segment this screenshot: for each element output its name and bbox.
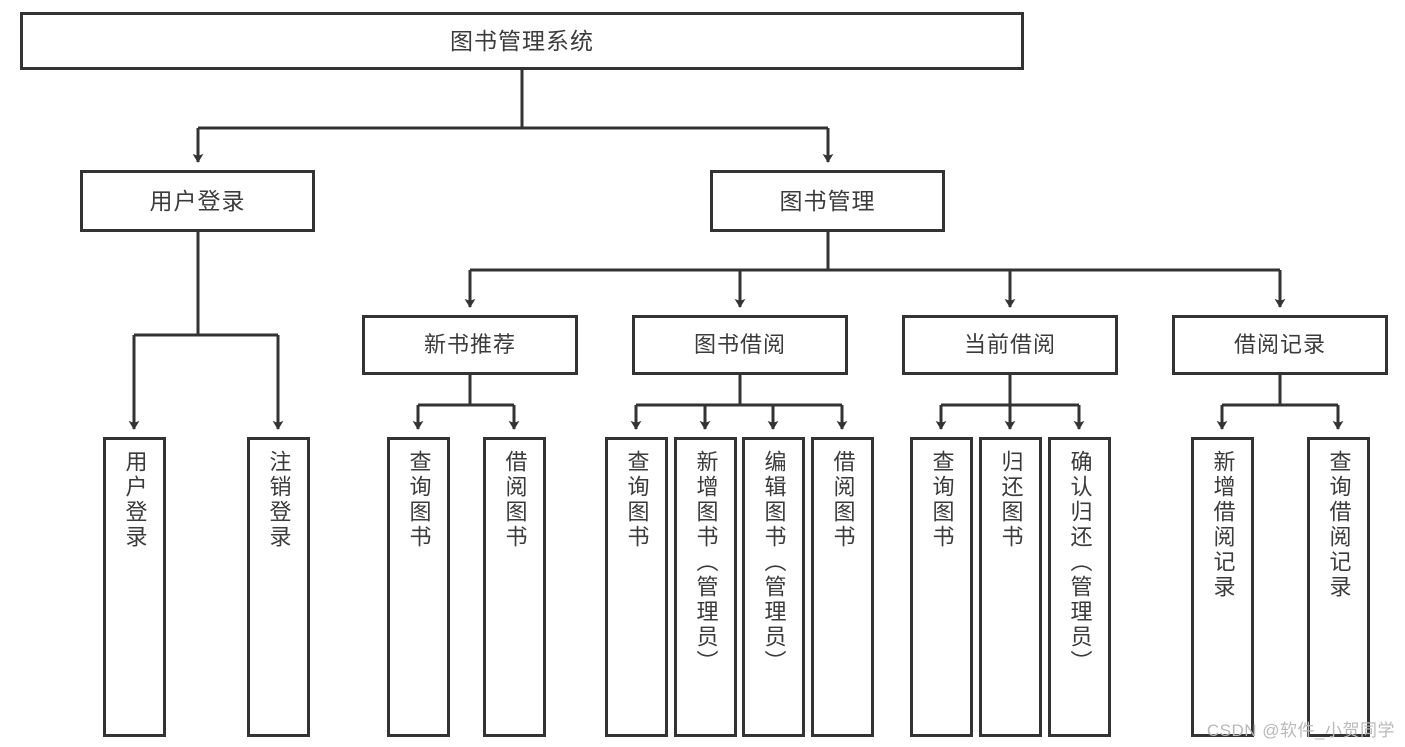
- csdn-watermark: CSDN @软件_小贺同学: [1206, 721, 1395, 740]
- node-root-label: 图书管理系统: [450, 27, 594, 54]
- node-leaf-return-book-label: 归还图书: [998, 450, 1024, 550]
- node-leaf-query-book-3[interactable]: 查询图书: [910, 437, 973, 737]
- node-leaf-confirm-return-label: 确认归还（管理员）: [1067, 450, 1093, 675]
- node-leaf-borrow-book-1-label: 借阅图书: [502, 450, 528, 550]
- node-leaf-add-borrow-record-label: 新增借阅记录: [1210, 450, 1236, 600]
- node-leaf-query-book-2[interactable]: 查询图书: [605, 437, 668, 737]
- node-leaf-query-book-2-label: 查询图书: [624, 450, 650, 550]
- node-borrow-record[interactable]: 借阅记录: [1172, 315, 1388, 375]
- node-leaf-user-login[interactable]: 用户登录: [103, 437, 166, 737]
- node-leaf-borrow-book-1[interactable]: 借阅图书: [483, 437, 546, 737]
- node-borrow-record-label: 借阅记录: [1233, 332, 1326, 358]
- node-book-borrow[interactable]: 图书借阅: [632, 315, 848, 375]
- node-leaf-edit-book-label: 编辑图书（管理员）: [761, 450, 787, 675]
- node-leaf-query-book-1[interactable]: 查询图书: [387, 437, 450, 737]
- node-book-borrow-label: 图书借阅: [693, 332, 786, 358]
- node-leaf-add-book[interactable]: 新增图书（管理员）: [674, 437, 737, 737]
- node-leaf-add-borrow-record[interactable]: 新增借阅记录: [1191, 437, 1254, 737]
- node-new-book-recommend-label: 新书推荐: [423, 332, 516, 358]
- node-leaf-logout-login-label: 注销登录: [266, 450, 292, 550]
- node-book-management-label: 图书管理: [779, 187, 876, 214]
- node-root[interactable]: 图书管理系统: [20, 12, 1024, 70]
- node-leaf-query-book-1-label: 查询图书: [406, 450, 432, 550]
- node-leaf-borrow-book-2-label: 借阅图书: [830, 450, 856, 550]
- node-current-borrow[interactable]: 当前借阅: [902, 315, 1118, 375]
- node-book-management[interactable]: 图书管理: [710, 170, 945, 232]
- node-leaf-query-book-3-label: 查询图书: [929, 450, 955, 550]
- node-user-login[interactable]: 用户登录: [80, 170, 315, 232]
- node-current-borrow-label: 当前借阅: [963, 332, 1056, 358]
- node-leaf-edit-book[interactable]: 编辑图书（管理员）: [742, 437, 805, 737]
- node-leaf-logout-login[interactable]: 注销登录: [247, 437, 310, 737]
- node-new-book-recommend[interactable]: 新书推荐: [362, 315, 578, 375]
- node-leaf-borrow-book-2[interactable]: 借阅图书: [811, 437, 874, 737]
- node-leaf-query-borrow-record[interactable]: 查询借阅记录: [1307, 437, 1370, 737]
- node-user-login-label: 用户登录: [149, 187, 246, 214]
- node-leaf-query-borrow-record-label: 查询借阅记录: [1326, 450, 1352, 600]
- node-leaf-user-login-label: 用户登录: [122, 450, 148, 550]
- node-leaf-return-book[interactable]: 归还图书: [979, 437, 1042, 737]
- node-leaf-confirm-return[interactable]: 确认归还（管理员）: [1048, 437, 1111, 737]
- node-leaf-add-book-label: 新增图书（管理员）: [693, 450, 719, 675]
